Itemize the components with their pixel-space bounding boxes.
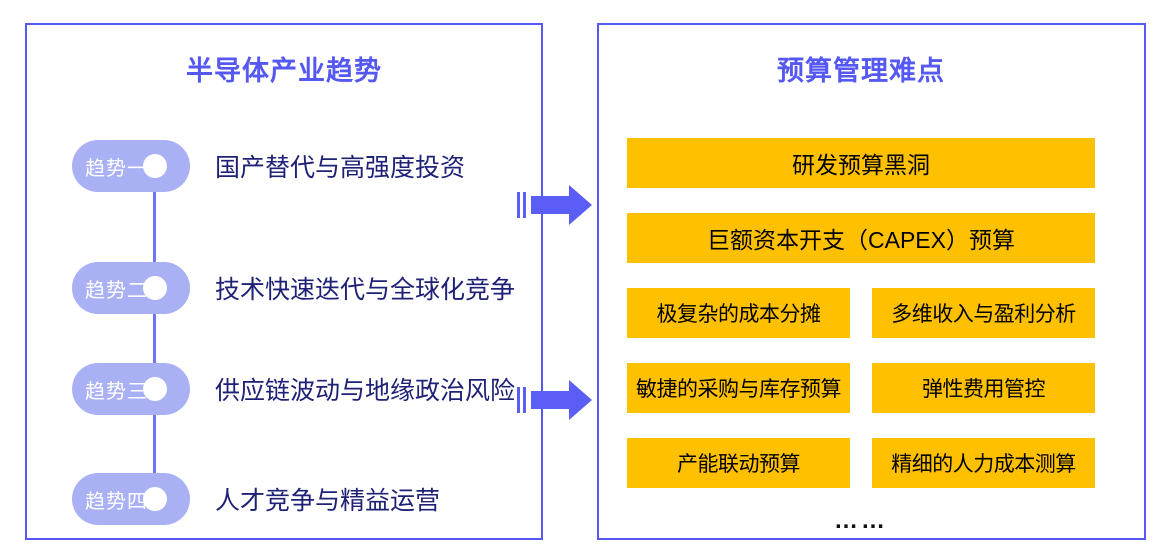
arrow-head bbox=[569, 185, 592, 225]
arrow-body bbox=[531, 391, 569, 409]
left-panel-title: 半导体产业趋势 bbox=[186, 56, 382, 86]
right-arrow-icon bbox=[517, 380, 592, 420]
left-panel-industry-trends: 半导体产业趋势 趋势一 国产替代与高强度投资 趋势二 技术快速迭代与全球化竞争 … bbox=[25, 23, 543, 540]
arrow-tail-bar bbox=[523, 192, 526, 218]
trend-row-3: 趋势三 供应链波动与地缘政治风险 bbox=[72, 363, 515, 415]
arrow-tail-bar bbox=[517, 387, 520, 413]
trend-badge-4: 趋势四 bbox=[72, 473, 190, 525]
arrow-tail-bar bbox=[517, 192, 520, 218]
trend-badge-3: 趋势三 bbox=[72, 363, 190, 415]
trend-badge-1: 趋势一 bbox=[72, 140, 190, 192]
arrow-body bbox=[531, 196, 569, 214]
trend-row-4: 趋势四 人才竞争与精益运营 bbox=[72, 473, 440, 525]
trend-row-2: 趋势二 技术快速迭代与全球化竞争 bbox=[72, 262, 515, 314]
timeline-node-dot bbox=[143, 377, 167, 401]
trend-text: 供应链波动与地缘政治风险 bbox=[215, 377, 516, 405]
trend-row-1: 趋势一 国产替代与高强度投资 bbox=[72, 140, 465, 192]
trend-badge-label: 趋势四 bbox=[85, 490, 148, 513]
timeline-node-dot bbox=[143, 276, 167, 300]
trend-text: 人才竞争与精益运营 bbox=[215, 487, 441, 515]
difficulty-box-capex: 巨额资本开支（CAPEX）预算 bbox=[627, 213, 1095, 263]
difficulty-box-row: 敏捷的采购与库存预算 弹性费用管控 bbox=[627, 363, 1095, 413]
timeline-node-dot bbox=[143, 154, 167, 178]
trend-badge-label: 趋势一 bbox=[85, 157, 148, 180]
timeline-connector-line bbox=[153, 166, 156, 498]
trend-badge-label: 趋势二 bbox=[85, 279, 148, 302]
arrow-tail-bar bbox=[523, 387, 526, 413]
difficulty-box-row: 产能联动预算 精细的人力成本测算 bbox=[627, 438, 1095, 488]
trend-badge-2: 趋势二 bbox=[72, 262, 190, 314]
arrow-head bbox=[569, 380, 592, 420]
trend-text: 国产替代与高强度投资 bbox=[215, 154, 466, 182]
difficulty-box-revenue-analysis: 多维收入与盈利分析 bbox=[872, 288, 1095, 338]
trend-badge-label: 趋势三 bbox=[85, 380, 148, 403]
difficulty-boxes-container: 研发预算黑洞 巨额资本开支（CAPEX）预算 极复杂的成本分摊 多维收入与盈利分… bbox=[627, 138, 1095, 533]
trend-text: 技术快速迭代与全球化竞争 bbox=[215, 276, 516, 304]
right-panel-budget-difficulties: 预算管理难点 研发预算黑洞 巨额资本开支（CAPEX）预算 极复杂的成本分摊 多… bbox=[597, 23, 1146, 540]
difficulty-box-rd-budget: 研发预算黑洞 bbox=[627, 138, 1095, 188]
right-panel-title: 预算管理难点 bbox=[777, 56, 945, 86]
more-items-ellipsis: …… bbox=[834, 507, 888, 534]
difficulty-box-flexible-expense: 弹性费用管控 bbox=[872, 363, 1095, 413]
difficulty-box-labor-cost: 精细的人力成本测算 bbox=[872, 438, 1095, 488]
difficulty-box-capacity-budget: 产能联动预算 bbox=[627, 438, 850, 488]
difficulty-box-procurement-inventory: 敏捷的采购与库存预算 bbox=[627, 363, 850, 413]
difficulty-box-cost-allocation: 极复杂的成本分摊 bbox=[627, 288, 850, 338]
timeline-node-dot bbox=[143, 487, 167, 511]
right-arrow-icon bbox=[517, 185, 592, 225]
difficulty-box-row: 极复杂的成本分摊 多维收入与盈利分析 bbox=[627, 288, 1095, 338]
